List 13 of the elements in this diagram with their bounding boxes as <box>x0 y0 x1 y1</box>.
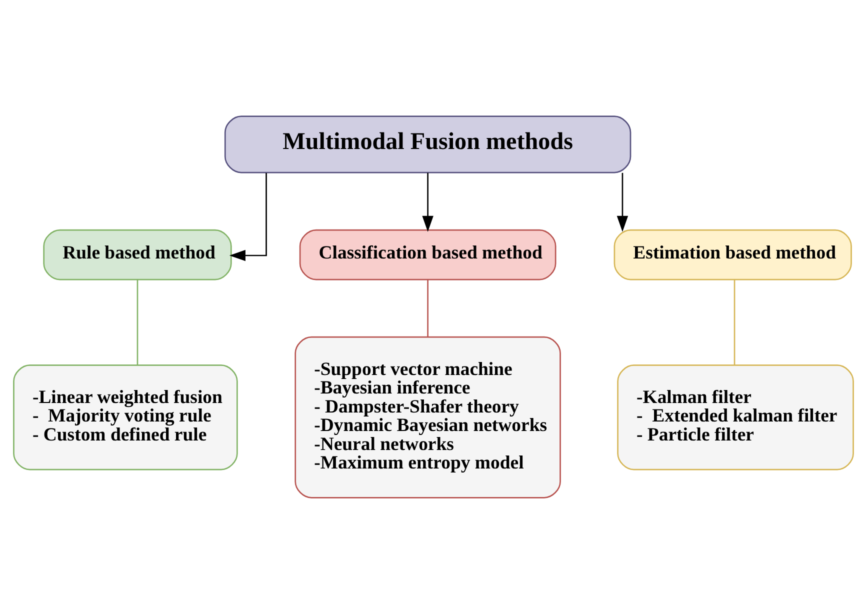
node-box: -Support vector machine -Bayesian inference - Dampster-Shafer theory -Dynamic Bayesian networks -Neural networks -Maximum entropy model <box>294 336 561 498</box>
node-box: -Linear weighted fusion - Majority voting rule - Custom defined rule <box>13 364 238 470</box>
connector <box>427 280 428 337</box>
connector <box>136 280 138 366</box>
node-box: Rule based method <box>43 229 232 280</box>
node-box: -Kalman filter - Extended kalman filter - Particle filter <box>617 364 854 470</box>
node-box: Classification based method <box>299 229 556 280</box>
connector <box>734 280 736 366</box>
arrow <box>422 172 434 232</box>
arrow <box>229 173 267 262</box>
node-box: Multimodal Fusion methods <box>224 116 632 174</box>
arrow <box>616 172 628 232</box>
node-box: Estimation based method <box>614 229 852 280</box>
